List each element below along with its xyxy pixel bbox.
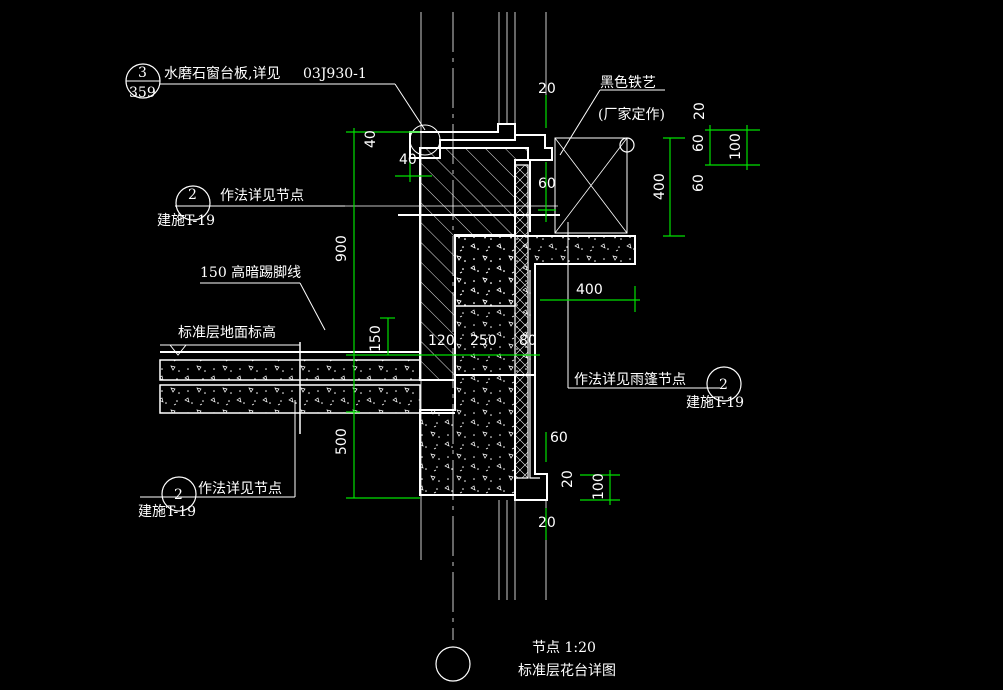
dim-500: 500 [334,428,350,455]
detail-note-3: 作法详见节点 [198,481,282,497]
dim-20-r: 20 [692,102,708,120]
detail-ref-1-num: 2 [188,187,197,203]
dim-60-low: 60 [550,430,568,446]
iron-note-2: (厂家定作) [598,106,665,123]
dim-40-a: 40 [363,130,379,148]
dimension-lines [346,95,760,540]
leader-lines [140,83,720,498]
dim-150: 150 [368,325,384,352]
dim-400-right: 400 [652,173,668,200]
dim-100-r: 100 [728,133,744,160]
dim-250: 250 [470,333,497,349]
axis-bubble [435,646,471,682]
dim-20-low: 20 [560,470,576,488]
detail-ref-3-num: 2 [174,487,183,503]
dim-80: 80 [519,333,537,349]
dim-60-r: 60 [691,134,707,152]
canopy-ref-sheet: 建施T-19 [686,395,744,411]
dim-60-top: 60 [538,176,556,192]
detail-ref-1-sheet: 建施T-19 [157,213,215,229]
wall-section [409,123,636,501]
sill-ref-top: 3 [138,65,147,81]
sill-note: 水磨石窗台板,详见 [164,65,280,82]
title-line-1: 节点 1:20 [532,640,596,656]
canopy-ref-num: 2 [719,377,728,393]
drawing-title: 节点 1:20 标准层花台详图 [518,640,616,679]
iron-railing [554,137,635,234]
dim-900: 900 [334,235,350,262]
floor-slab [159,342,455,434]
dim-120: 120 [428,333,455,349]
detail-ref-3-sheet: 建施T-19 [138,504,196,520]
reference-bubbles [125,63,742,512]
floor-level-note: 标准层地面标高 [178,324,276,341]
dim-400-bottom: 400 [576,282,603,298]
title-line-2: 标准层花台详图 [518,663,616,679]
labels: 3 359 水磨石窗台板,详见 03J930-1 2 作法详见节点 建施T-19… [129,65,744,520]
dim-100-low: 100 [591,473,607,500]
iron-note: 黑色铁艺 [600,74,656,91]
dim-20-bottom: 20 [538,515,556,531]
dim-60-r2: 60 [691,174,707,192]
sill-code: 03J930-1 [303,66,367,82]
dim-40-b: 40 [399,152,417,168]
dimension-texts: 40 40 900 150 500 120 250 80 20 60 400 6… [334,81,744,531]
baseboard-note: 150 高暗踢脚线 [200,264,301,281]
sill-ref-bottom: 359 [129,85,156,101]
canopy-note: 作法详见雨篷节点 [574,372,686,388]
dim-20-top: 20 [538,81,556,97]
detail-note-1: 作法详见节点 [220,188,304,204]
